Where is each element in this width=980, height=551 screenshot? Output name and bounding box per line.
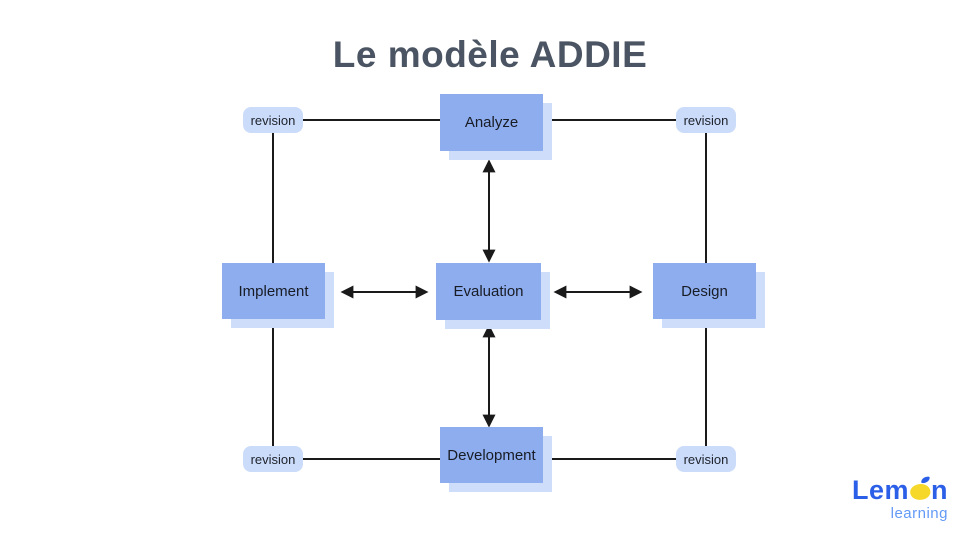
page-title: Le modèle ADDIE bbox=[332, 34, 648, 75]
revision-label-bottom-right: revision bbox=[676, 446, 736, 472]
node-label: Development bbox=[447, 446, 536, 464]
node-implement: Implement bbox=[222, 263, 325, 319]
node-label: Evaluation bbox=[453, 283, 524, 300]
logo-text-end: n bbox=[931, 475, 949, 505]
node-label: Analyze bbox=[464, 114, 519, 131]
revision-label-text: revision bbox=[683, 112, 729, 128]
revision-label-top-left: revision bbox=[243, 107, 303, 133]
node-design: Design bbox=[653, 263, 756, 319]
node-label: Implement bbox=[238, 282, 309, 300]
revision-label-top-right: revision bbox=[676, 107, 736, 133]
revision-label-text: revision bbox=[683, 451, 729, 467]
revision-label-text: revision bbox=[250, 451, 296, 467]
logo-subtitle: learning bbox=[890, 505, 948, 522]
node-evaluation: Evaluation bbox=[436, 263, 541, 320]
revision-label-bottom-left: revision bbox=[243, 446, 303, 472]
node-development: Development bbox=[440, 427, 543, 483]
node-analyze: Analyze bbox=[440, 94, 543, 151]
logo-text-start: Lem bbox=[852, 475, 910, 505]
revision-label-text: revision bbox=[250, 112, 296, 128]
lemon-icon bbox=[908, 481, 932, 503]
node-label: Design bbox=[681, 282, 728, 300]
